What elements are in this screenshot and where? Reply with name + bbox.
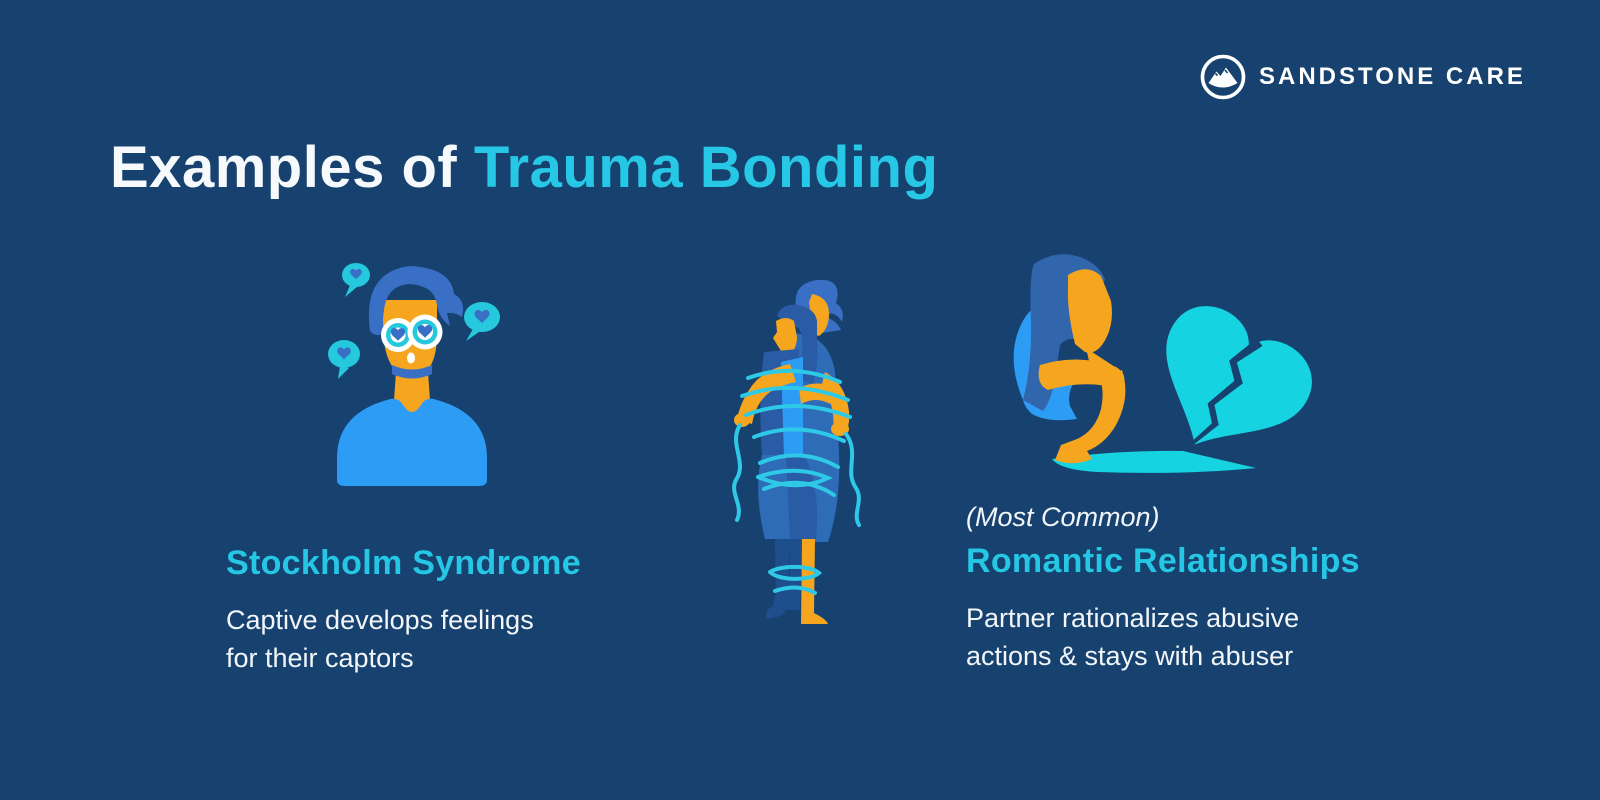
example-heading: Stockholm Syndrome bbox=[226, 544, 581, 582]
example-description: Captive develops feelings for their capt… bbox=[226, 605, 534, 673]
heart-icon bbox=[417, 325, 433, 338]
title-highlight: Trauma Bonding bbox=[473, 135, 939, 200]
love-struck-person bbox=[337, 266, 487, 486]
logo-brand-text: SANDSTONE CARE bbox=[1259, 63, 1526, 90]
example-qualifier: (Most Common) bbox=[966, 502, 1160, 532]
speech-bubble-icon bbox=[464, 302, 500, 341]
stockholm-syndrome-caption: Stockholm Syndrome Captive develops feel… bbox=[226, 544, 656, 677]
broken-heart-icon bbox=[1166, 306, 1312, 445]
bound-couple bbox=[732, 279, 861, 624]
speech-bubble-icon bbox=[328, 340, 360, 379]
ground-shadow bbox=[1052, 450, 1256, 473]
example-heading: Romantic Relationships bbox=[966, 542, 1360, 580]
rope bbox=[732, 368, 861, 595]
speech-bubble-icon bbox=[342, 263, 370, 297]
heart-eyes-glasses bbox=[381, 314, 443, 352]
love-struck-person-illustration bbox=[270, 228, 550, 498]
crying-person bbox=[1013, 254, 1126, 464]
heart-icon bbox=[390, 328, 406, 341]
mouth bbox=[407, 352, 415, 364]
sandstone-care-logo: SANDSTONE CARE bbox=[1200, 54, 1526, 100]
broken-heart-illustration bbox=[948, 248, 1333, 486]
title-prefix: Examples of bbox=[110, 135, 474, 200]
heart-crack bbox=[1192, 338, 1263, 445]
example-description: Partner rationalizes abusive actions & s… bbox=[966, 603, 1300, 671]
mountain-logo-icon bbox=[1200, 54, 1246, 100]
romantic-relationships-caption: (Most Common) Romantic Relationships Par… bbox=[966, 502, 1426, 675]
couple-bound-by-rope-illustration bbox=[678, 272, 888, 628]
page-title: Examples of Trauma Bonding bbox=[110, 134, 938, 201]
